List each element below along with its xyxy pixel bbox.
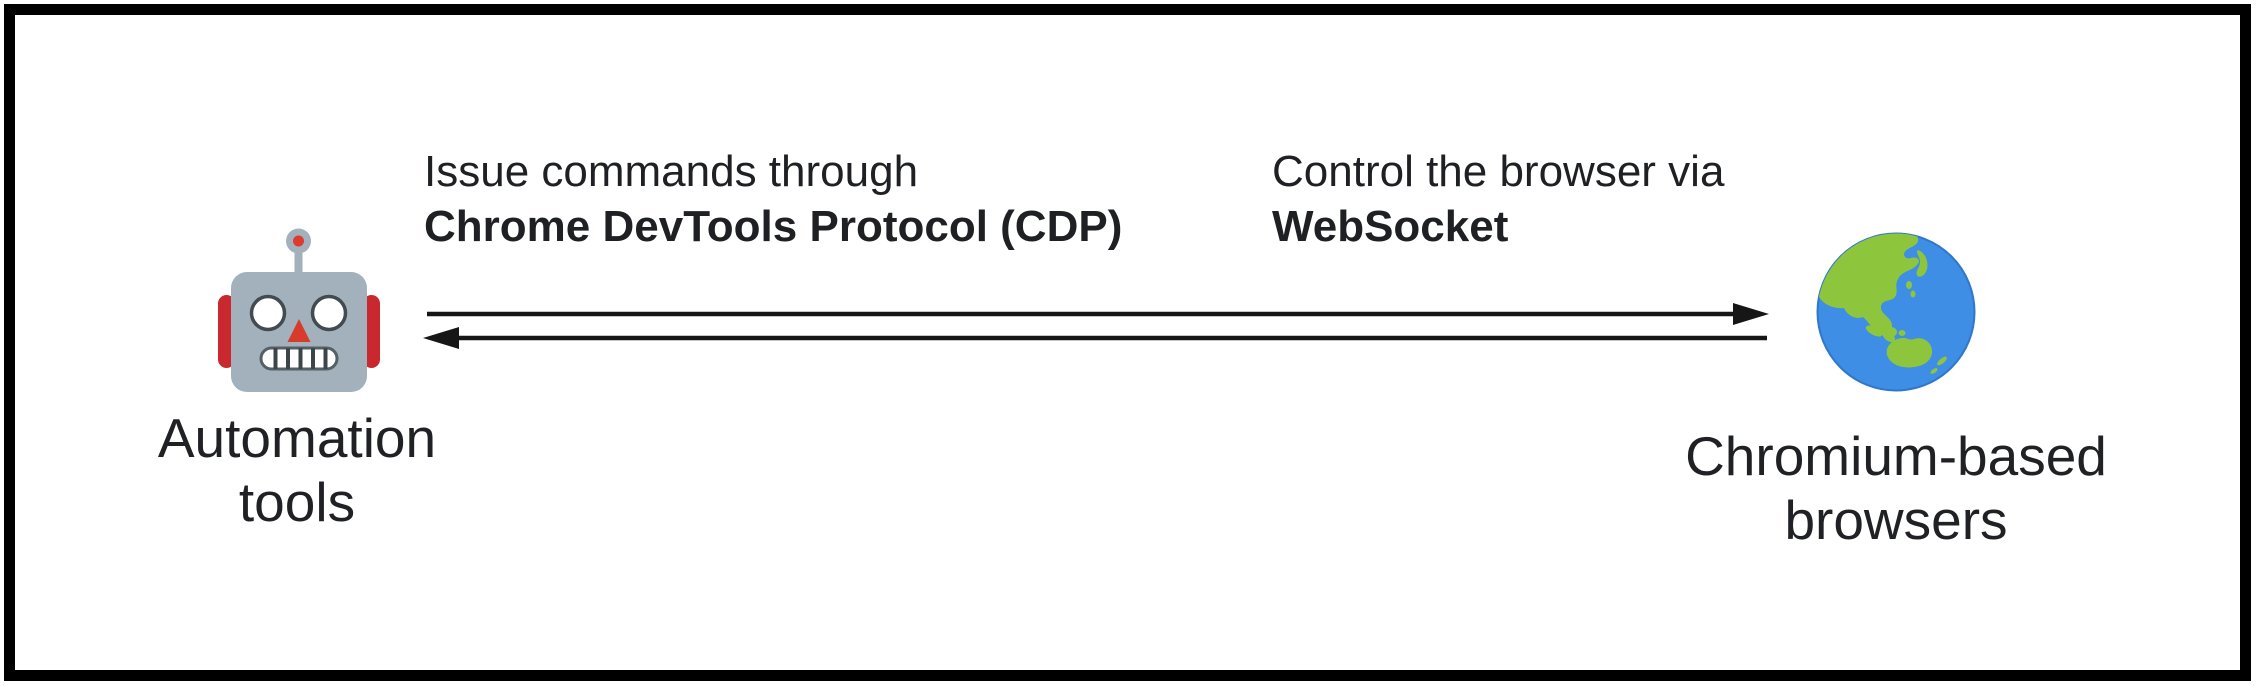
node-label-automation-tools: Automation tools: [97, 406, 497, 534]
reverse-arrow-label: Control the browser via WebSocket: [1272, 144, 1724, 254]
node-label-automation-line2: tools: [238, 471, 356, 533]
reverse-arrow-label-line2: WebSocket: [1272, 202, 1509, 251]
forward-arrow-label-line2: Chrome DevTools Protocol (CDP): [424, 202, 1123, 251]
globe-icon: [1816, 232, 1976, 392]
arrow-left-icon: [423, 327, 1767, 349]
node-label-chromium-browsers: Chromium-based browsers: [1676, 424, 2116, 552]
robot-icon: [218, 228, 380, 392]
forward-arrow-label: Issue commands through Chrome DevTools P…: [424, 144, 1122, 254]
node-label-chromium-line2: browsers: [1784, 489, 2008, 551]
arrow-right-icon: [427, 303, 1769, 325]
node-label-automation-line1: Automation: [157, 407, 437, 469]
connection-arrows: [423, 303, 1769, 349]
forward-arrow-label-line1: Issue commands through: [424, 147, 919, 196]
node-label-chromium-line1: Chromium-based: [1685, 425, 2107, 487]
reverse-arrow-label-line1: Control the browser via: [1272, 147, 1725, 196]
